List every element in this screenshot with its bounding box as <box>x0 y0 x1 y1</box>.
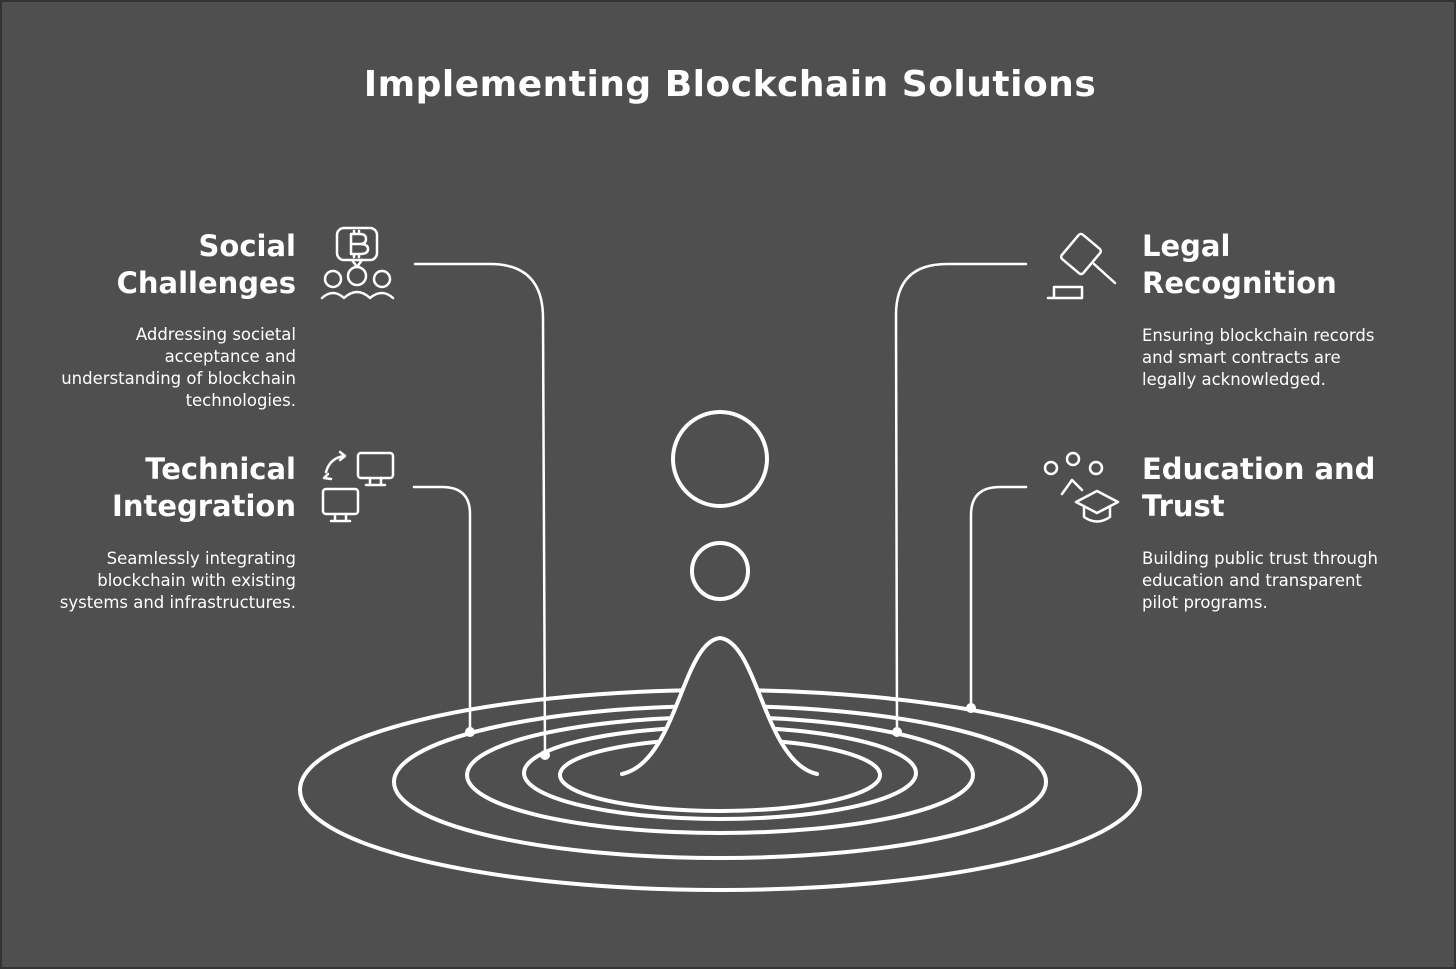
description-line: acceptance and <box>164 347 296 366</box>
legal-recognition-description: Ensuring blockchain records and smart co… <box>1142 325 1442 391</box>
description-line: and smart contracts are <box>1142 348 1341 367</box>
heading-line: Education and <box>1142 452 1376 486</box>
person-head <box>372 269 392 289</box>
connector-dot <box>540 750 550 760</box>
heading-line: Trust <box>1142 489 1225 523</box>
heading-line: Integration <box>112 489 296 523</box>
splash-fill <box>622 638 817 774</box>
technical-integration-description: Seamlessly integrating blockchain with e… <box>26 548 296 614</box>
social-challenges-description: Addressing societal acceptance and under… <box>26 324 296 412</box>
monitor-stand <box>364 476 387 487</box>
description-line: technologies. <box>185 391 296 410</box>
node-circle <box>1065 451 1081 467</box>
gavel-icon <box>1046 232 1117 300</box>
splash-peak <box>620 636 819 776</box>
connector-dot <box>966 703 976 713</box>
connector-dot <box>892 727 902 737</box>
bitcoin-community-icon <box>320 226 395 300</box>
description-line: systems and infrastructures. <box>59 593 296 612</box>
heading-line: Technical <box>145 452 296 486</box>
heading-line: Challenges <box>116 266 296 300</box>
falling-drop-small <box>690 541 750 601</box>
bitcoin-glyph <box>349 229 370 259</box>
graduation-cap-top <box>1074 489 1120 515</box>
sync-arrow-up <box>324 450 347 474</box>
legal-recognition-connector <box>894 262 1028 734</box>
social-challenges-connector <box>413 262 547 757</box>
gavel-handle <box>1092 262 1117 285</box>
legal-recognition-heading: Legal Recognition <box>1142 228 1442 302</box>
computers-sync-icon <box>321 450 395 523</box>
education-and-trust-description: Building public trust through education … <box>1142 548 1442 614</box>
diagram-title: Implementing Blockchain Solutions <box>363 64 1097 105</box>
connector-dot <box>465 727 475 737</box>
gavel-block <box>1046 285 1084 300</box>
description-line: Seamlessly integrating <box>106 549 296 568</box>
node-circle <box>1088 460 1104 476</box>
description-line: Addressing societal <box>135 325 296 344</box>
network-link <box>1060 478 1084 496</box>
description-line: understanding of blockchain <box>61 369 296 388</box>
graduation-cap-base <box>1082 505 1112 523</box>
gavel-head <box>1059 232 1103 276</box>
description-line: Ensuring blockchain records <box>1142 326 1375 345</box>
people-shoulders <box>320 290 395 300</box>
heading-line: Recognition <box>1142 266 1337 300</box>
person-head <box>323 269 343 289</box>
education-and-trust-heading: Education and Trust <box>1142 451 1442 525</box>
description-line: education and transparent <box>1142 571 1362 590</box>
node-circle <box>1043 460 1059 476</box>
person-head <box>346 265 368 287</box>
speech-bubble-shape <box>335 226 379 262</box>
description-line: Building public trust through <box>1142 549 1378 568</box>
sync-arrow-head <box>322 472 333 481</box>
technical-integration-connector <box>412 485 472 734</box>
falling-drop-large <box>671 410 769 508</box>
monitor-stand <box>329 512 352 523</box>
monitor-screen <box>321 487 360 516</box>
heading-line: Legal <box>1142 229 1231 263</box>
social-challenges-heading: Social Challenges <box>36 228 296 302</box>
heading-line: Social <box>198 229 296 263</box>
description-line: pilot programs. <box>1142 593 1268 612</box>
description-line: blockchain with existing <box>97 571 296 590</box>
monitor-screen <box>356 451 395 480</box>
graduation-network-icon <box>1043 451 1120 523</box>
technical-integration-heading: Technical Integration <box>36 451 296 525</box>
description-line: legally acknowledged. <box>1142 370 1326 389</box>
education-and-trust-connector <box>969 485 1028 710</box>
